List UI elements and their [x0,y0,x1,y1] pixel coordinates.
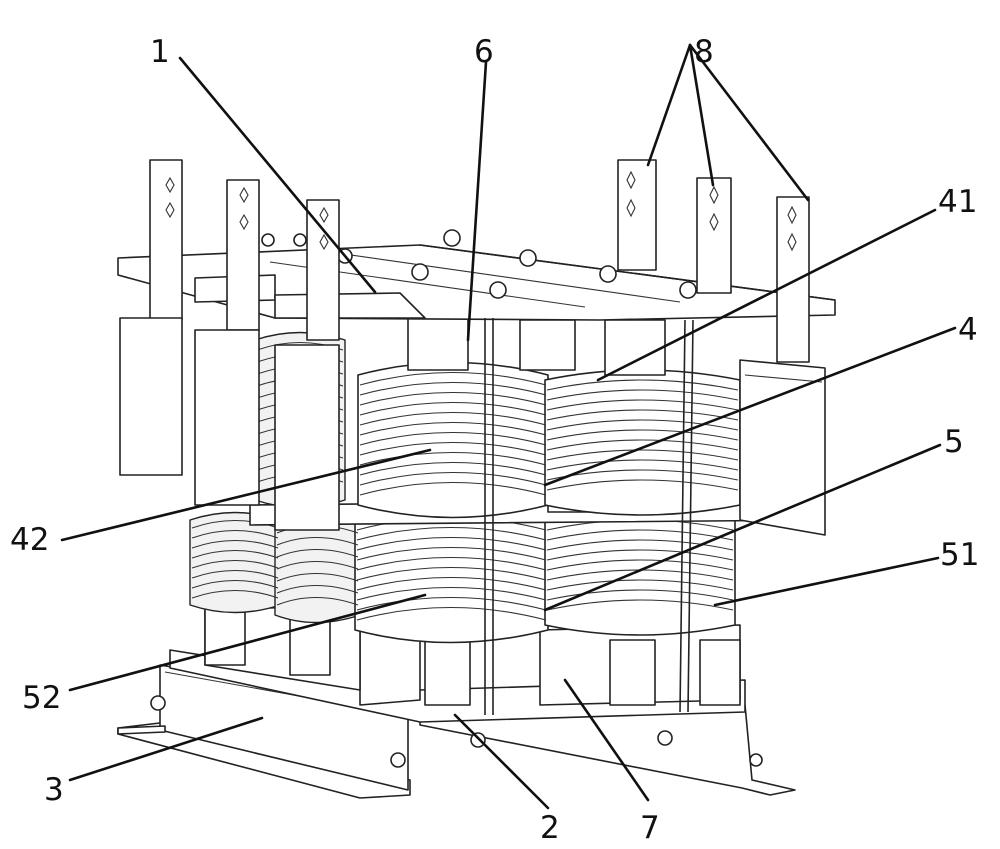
callout-51: 51 [940,537,979,573]
core-top-blocks [407,314,666,376]
leader-lines [60,43,957,810]
callout-5: 5 [944,424,964,460]
callout-41: 41 [938,184,977,220]
callout-7: 7 [640,810,660,846]
lower-coil-turns [191,516,734,621]
callout-8: 8 [694,34,714,70]
top-clamp-plate [117,244,836,321]
right-terminal-leads [617,159,810,363]
callout-6: 6 [474,34,494,70]
lower-coil-front [354,506,736,644]
right-side-bracket [739,359,826,536]
callout-1: 1 [150,34,170,70]
lower-coil-back [189,511,361,624]
callout-4: 4 [958,312,978,348]
left-terminal-leads [119,159,340,531]
callout-2: 2 [540,810,560,846]
callout-3: 3 [44,772,64,808]
callout-42: 42 [10,522,49,558]
tie-rods [484,318,694,715]
callout-52: 52 [22,680,61,716]
clamp-bolts [261,229,697,299]
